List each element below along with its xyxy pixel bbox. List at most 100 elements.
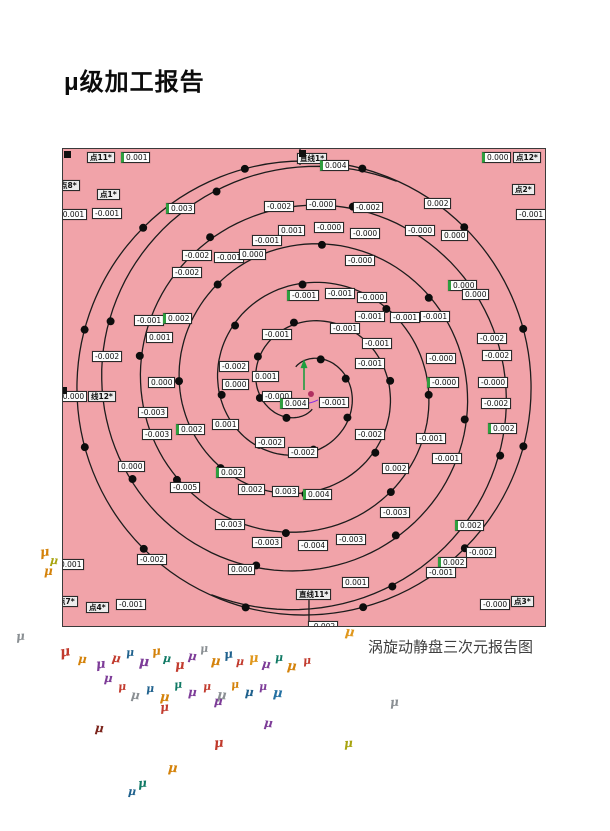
deviation-value-label: 0.002 bbox=[424, 198, 452, 209]
measurement-dot bbox=[343, 413, 352, 422]
mu-watermark: μ bbox=[138, 653, 150, 671]
deviation-value-label: -0.002 bbox=[92, 351, 123, 362]
deviation-value-label: 0.004 bbox=[303, 489, 333, 500]
deviation-value-label: 0.002 bbox=[238, 484, 266, 495]
mu-watermark: μ bbox=[235, 654, 245, 669]
measurement-dot bbox=[240, 164, 249, 173]
deviation-value-label: -0.000 bbox=[306, 199, 337, 210]
mu-watermark: μ bbox=[244, 684, 255, 700]
deviation-value-label: -0.003 bbox=[142, 429, 173, 440]
diagram-caption: 涡旋动静盘三次元报告图 bbox=[368, 639, 534, 656]
feature-name-label: 点4* bbox=[86, 602, 109, 613]
deviation-value-label: -0.002 bbox=[308, 621, 339, 626]
mu-watermark: μ bbox=[95, 656, 107, 673]
mu-watermark: μ bbox=[44, 564, 53, 578]
deviation-value-label: -0.001 bbox=[420, 311, 451, 322]
deviation-value-label: -0.002 bbox=[466, 547, 497, 558]
mu-watermark: μ bbox=[94, 720, 105, 736]
measurement-dot bbox=[496, 451, 505, 460]
edge-fiducial-mark bbox=[299, 150, 306, 157]
measurement-dot bbox=[255, 393, 264, 402]
measurement-labels-layer: 点11*0.001直线1*0.0040.000点12*点8*点1*点2*-0.0… bbox=[63, 149, 545, 626]
measurement-dot bbox=[217, 390, 226, 399]
mu-watermark: μ bbox=[137, 775, 148, 791]
mu-watermark: μ bbox=[130, 687, 141, 703]
feature-name-label: 点11* bbox=[87, 152, 115, 163]
mu-watermark: μ bbox=[202, 679, 212, 694]
mu-watermark: μ bbox=[213, 693, 224, 709]
cmm-diagram: 点11*0.001直线1*0.0040.000点12*点8*点1*点2*-0.0… bbox=[62, 148, 546, 627]
mu-watermark: μ bbox=[213, 735, 225, 752]
mu-watermark: μ bbox=[389, 694, 400, 710]
measurement-dot bbox=[139, 544, 148, 553]
mu-watermark: μ bbox=[103, 670, 114, 686]
deviation-value-label: -0.000 bbox=[480, 599, 511, 610]
deviation-value-label: -0.002 bbox=[219, 361, 250, 372]
deviation-value-label: -0.001 bbox=[287, 290, 320, 301]
deviation-value-label: 0.000 bbox=[462, 289, 490, 300]
mu-watermark: μ bbox=[145, 681, 155, 696]
deviation-value-label: 0.004 bbox=[280, 398, 310, 409]
deviation-value-label: -0.003 bbox=[215, 519, 246, 530]
measurement-dot bbox=[424, 390, 433, 399]
measurement-dot bbox=[382, 304, 391, 313]
measurement-dot bbox=[281, 529, 290, 538]
measurement-dot bbox=[388, 582, 397, 591]
deviation-value-label: -0.000 bbox=[345, 255, 376, 266]
measurement-dot bbox=[206, 233, 215, 242]
mu-watermark: μ bbox=[15, 628, 26, 644]
measurement-dot bbox=[359, 603, 368, 612]
deviation-value-label: -0.000 bbox=[262, 391, 293, 402]
deviation-value-label: -0.001 bbox=[362, 338, 393, 349]
origin-dot bbox=[307, 390, 314, 397]
deviation-value-label: -0.002 bbox=[137, 554, 168, 565]
measurement-dot bbox=[241, 603, 250, 612]
deviation-value-label: 0.001 bbox=[212, 419, 240, 430]
mu-watermark: μ bbox=[223, 646, 234, 662]
mu-watermark: μ bbox=[125, 645, 135, 660]
measurement-dot bbox=[212, 187, 221, 196]
measurement-dot bbox=[391, 531, 400, 540]
mu-watermark: μ bbox=[49, 553, 59, 568]
deviation-value-label: 0.002 bbox=[163, 313, 193, 324]
mu-watermark: μ bbox=[302, 653, 312, 668]
deviation-value-label: -0.003 bbox=[252, 537, 283, 548]
deviation-value-label: -0.001 bbox=[262, 329, 293, 340]
measurement-dot bbox=[386, 376, 395, 385]
deviation-value-label: -0.001 bbox=[134, 315, 165, 326]
mu-watermark: μ bbox=[187, 684, 198, 700]
feature-name-label: 直线1* bbox=[297, 153, 328, 164]
measurement-dot bbox=[460, 415, 469, 424]
mu-watermark: μ bbox=[216, 687, 228, 704]
feature-name-label: 点2* bbox=[512, 184, 535, 195]
deviation-value-label: 0.000 bbox=[482, 152, 512, 163]
measurement-dot bbox=[139, 223, 148, 232]
deviation-value-label: 0.002 bbox=[216, 467, 246, 478]
mu-watermark: μ bbox=[159, 699, 170, 715]
deviation-value-label: -0.001 bbox=[432, 453, 463, 464]
measurement-dot bbox=[106, 317, 115, 326]
measurement-dot bbox=[358, 164, 367, 173]
deviation-value-label: -0.005 bbox=[170, 482, 201, 493]
deviation-value-label: -0.002 bbox=[353, 202, 384, 213]
measurement-dot bbox=[386, 488, 395, 497]
deviation-value-label: -0.001 bbox=[355, 311, 386, 322]
deviation-value-label: -0.000 bbox=[357, 292, 388, 303]
measurement-dot bbox=[519, 442, 528, 451]
deviation-value-label: -0.002 bbox=[182, 250, 213, 261]
feature-name-label: 点7* bbox=[63, 596, 78, 607]
mu-watermark: μ bbox=[174, 657, 185, 674]
measurement-dot bbox=[424, 293, 433, 302]
deviation-value-label: 0.003 bbox=[166, 203, 196, 214]
deviation-value-label: -0.002 bbox=[255, 437, 286, 448]
deviation-value-label: -0.001 bbox=[63, 209, 88, 220]
feature-name-label: 线12* bbox=[88, 391, 116, 402]
mu-watermark: μ bbox=[151, 643, 162, 659]
measurement-dot bbox=[135, 351, 144, 360]
deviation-value-label: 0.002 bbox=[382, 463, 410, 474]
deviation-value-label: 0.001 bbox=[121, 152, 151, 163]
measurement-dot bbox=[341, 374, 350, 383]
deviation-value-label: -0.001 bbox=[330, 323, 361, 334]
mu-watermark: μ bbox=[39, 544, 51, 561]
measurement-dot bbox=[128, 475, 137, 483]
